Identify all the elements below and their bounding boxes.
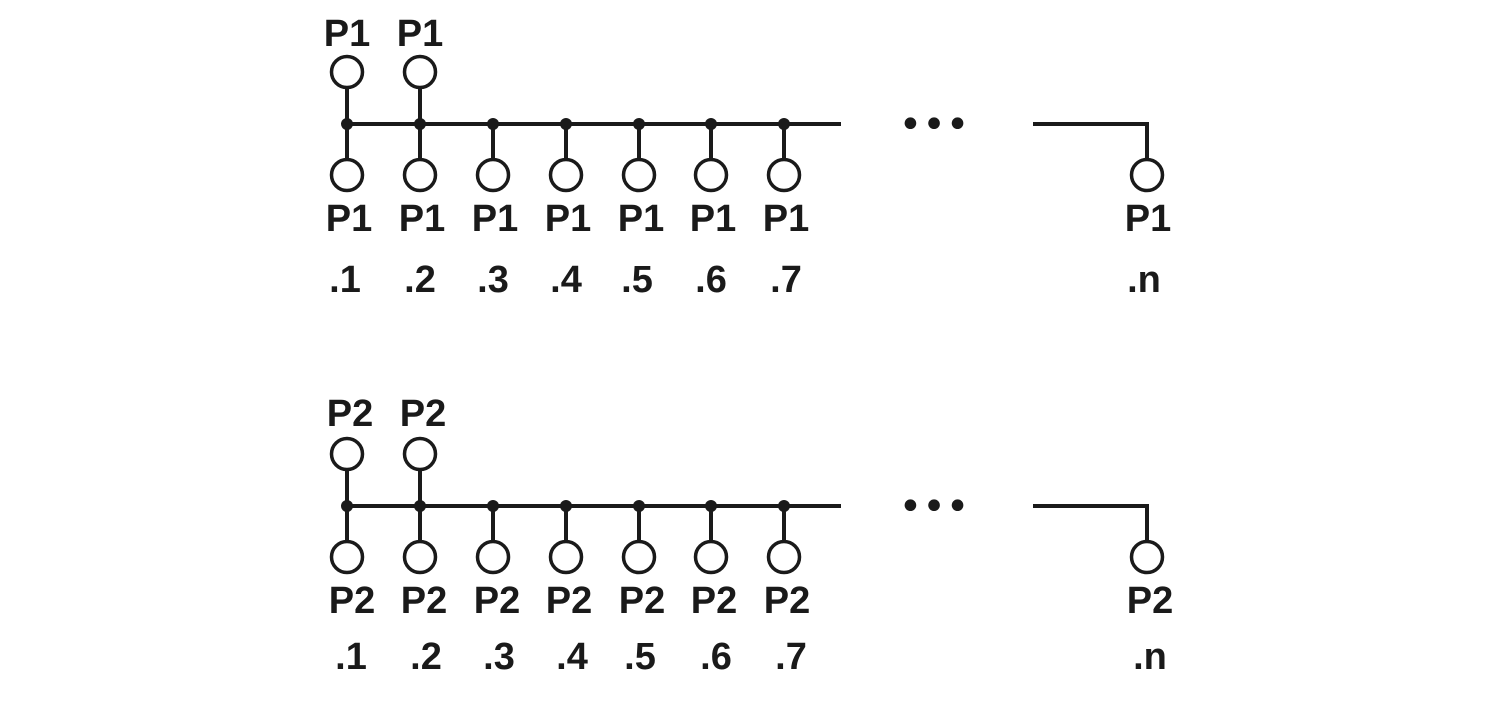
terminal-circle [475,157,511,193]
end-bus-line [1033,122,1149,158]
ellipsis: ••• [899,484,970,530]
junction-dot [778,500,790,512]
bottom-terminal-label: P2 [691,580,737,622]
terminal-circle [693,157,729,193]
junction-dot [487,118,499,130]
junction-dot [341,500,353,512]
junction-dot [414,500,426,512]
potential-group-p1: P1 P1 ••• P1 P1 P1 P1 P1 P1 [324,13,1171,301]
bottom-terminal-label: P2 [619,580,665,622]
top-terminal-label: P1 [324,13,370,55]
terminal-index-label: .4 [556,636,588,678]
bottom-terminal-label: P1 [399,198,445,240]
top-terminal-label: P1 [397,13,443,55]
terminal-circle [621,539,657,575]
terminal-index-label: .2 [404,259,436,301]
terminal-circle [329,54,365,90]
bottom-terminal-label: P1 [618,198,664,240]
bottom-terminal-label: P2 [546,580,592,622]
junction-dot [778,118,790,130]
junction-dot [414,118,426,130]
terminal-circle [329,539,365,575]
terminal-circle [329,436,365,472]
terminal-circle [766,539,802,575]
bottom-terminal-label: P2 [474,580,520,622]
terminal-circle [329,157,365,193]
bottom-terminal-label: P1 [690,198,736,240]
terminal-index-label: .3 [483,636,515,678]
terminal-index-label: .7 [770,259,802,301]
top-terminal-label: P2 [400,393,446,435]
terminal-circle [402,539,438,575]
bottom-terminal-label: P1 [326,198,372,240]
end-terminal-label: P2 [1127,580,1173,622]
terminal-circle [402,436,438,472]
bottom-terminal-label: P2 [764,580,810,622]
terminal-circle [402,157,438,193]
end-terminal-label: P1 [1125,198,1171,240]
terminal-circle [1129,539,1165,575]
ellipsis: ••• [899,102,970,148]
terminal-circle [548,157,584,193]
junction-dot [560,500,572,512]
top-terminal-label: P2 [327,393,373,435]
terminal-index-label: .4 [550,259,582,301]
terminal-circle [548,539,584,575]
end-bus-line [1033,504,1149,540]
bottom-terminal-label: P2 [329,580,375,622]
terminal-circle [1129,157,1165,193]
terminal-index-label: .5 [624,636,656,678]
terminal-index-label: .6 [700,636,732,678]
terminal-circle [475,539,511,575]
terminal-circle [621,157,657,193]
end-index-label: .n [1127,259,1161,301]
terminal-index-label: .2 [410,636,442,678]
terminal-index-label: .3 [477,259,509,301]
junction-dot [705,500,717,512]
junction-dot [560,118,572,130]
terminal-index-label: .6 [695,259,727,301]
potential-group-p2: P2 P2 ••• P2 P2 P2 P2 P2 P2 [327,393,1173,678]
junction-dot [487,500,499,512]
terminal-index-label: .7 [775,636,807,678]
end-index-label: .n [1133,636,1167,678]
junction-dot [341,118,353,130]
terminal-index-label: .5 [621,259,653,301]
junction-dot [705,118,717,130]
bottom-terminal-label: P2 [401,580,447,622]
terminal-circle [693,539,729,575]
junction-dot [633,500,645,512]
junction-dot [633,118,645,130]
terminal-index-label: .1 [329,259,361,301]
terminal-circle [402,54,438,90]
terminal-index-label: .1 [335,636,367,678]
bottom-terminal-label: P1 [472,198,518,240]
bottom-terminal-label: P1 [545,198,591,240]
bottom-terminal-label: P1 [763,198,809,240]
terminal-circle [766,157,802,193]
